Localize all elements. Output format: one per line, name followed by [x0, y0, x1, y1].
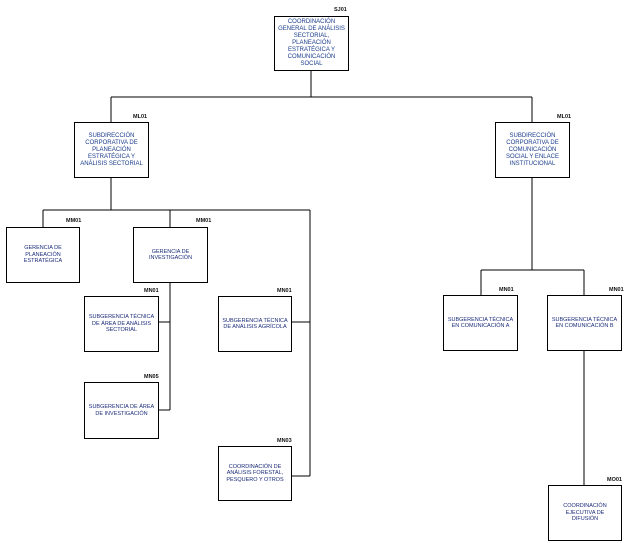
sub-com-b-box: SUBGERENCIA TÉCNICA EN COMUNICACIÓN B — [547, 295, 622, 351]
sub-area-sect-label: SUBGERENCIA TÉCNICA DE ÁREA DE ANÁLISIS … — [88, 314, 155, 334]
sub-agri-box: SUBGERENCIA TÉCNICA DE ANÁLISIS AGRÍCOLA — [218, 296, 292, 352]
sub-com-a-code: MN01 — [499, 287, 514, 293]
sub-left-box: SUBDIRECCIÓN CORPORATIVA DE PLANEACIÓN E… — [74, 122, 149, 178]
sub-agri-label: SUBGERENCIA TÉCNICA DE ANÁLISIS AGRÍCOLA — [222, 317, 288, 331]
ger-plan-box: GERENCIA DE PLANEACIÓN ESTRATÉGICA — [6, 227, 80, 283]
sub-agri-code: MN01 — [277, 288, 292, 294]
ger-inv-code: MM01 — [196, 218, 212, 224]
ger-inv-label: GERENCIA DE INVESTIGACIÓN — [148, 248, 193, 262]
sub-area-inv-label: SUBGERENCIA DE ÁREA DE INVESTIGACIÓN — [88, 404, 155, 417]
sub-left-label: SUBDIRECCIÓN CORPORATIVA DE PLANEACIÓN E… — [80, 132, 143, 167]
sub-left-code: ML01 — [133, 114, 148, 120]
coord-difusion-label: COORDINACIÓN EJECUTIVA DE DIFUSIÓN — [563, 503, 607, 523]
root-code: SJ01 — [334, 7, 347, 13]
coord-forestal-label: COORDINACIÓN DE ANÁLISIS FORESTAL, PESQU… — [226, 463, 284, 483]
ger-plan-code: MM01 — [66, 218, 82, 224]
coord-forestal-box: COORDINACIÓN DE ANÁLISIS FORESTAL, PESQU… — [218, 446, 292, 501]
sub-area-inv-code: MN05 — [144, 374, 159, 380]
coord-difusion-box: COORDINACIÓN EJECUTIVA DE DIFUSIÓN — [548, 485, 622, 541]
sub-area-sect-box: SUBGERENCIA TÉCNICA DE ÁREA DE ANÁLISIS … — [84, 296, 159, 352]
sub-com-b-code: MN01 — [609, 287, 624, 293]
sub-com-b-label: SUBGERENCIA TÉCNICA EN COMUNICACIÓN B — [551, 316, 618, 330]
sub-area-sect-code: MN01 — [144, 288, 159, 294]
sub-right-box: SUBDIRECCIÓN CORPORATIVA DE COMUNICACIÓN… — [495, 122, 570, 178]
sub-area-inv-box: SUBGERENCIA DE ÁREA DE INVESTIGACIÓN — [84, 382, 159, 439]
ger-inv-box: GERENCIA DE INVESTIGACIÓN — [133, 227, 208, 283]
coord-difusion-code: MO01 — [607, 477, 622, 483]
sub-right-label: SUBDIRECCIÓN CORPORATIVA DE COMUNICACIÓN… — [506, 132, 559, 167]
sub-com-a-box: SUBGERENCIA TÉCNICA EN COMUNICACIÓN A — [443, 295, 518, 351]
root-label: COORDINACIÓN GENERAL DE ANÁLISIS SECTORI… — [278, 19, 345, 67]
sub-right-code: ML01 — [557, 114, 572, 120]
coord-forestal-code: MN03 — [277, 438, 292, 444]
root-box: COORDINACIÓN GENERAL DE ANÁLISIS SECTORI… — [274, 16, 349, 71]
ger-plan-label: GERENCIA DE PLANEACIÓN ESTRATÉGICA — [23, 245, 63, 265]
sub-com-a-label: SUBGERENCIA TÉCNICA EN COMUNICACIÓN A — [447, 316, 514, 330]
